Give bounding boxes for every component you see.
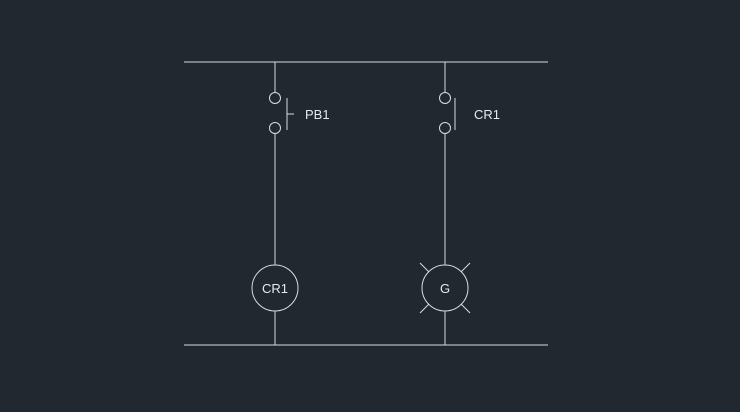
cr1-contact-label: CR1 bbox=[474, 107, 500, 122]
relay-coil-cr1: CR1 bbox=[251, 264, 299, 312]
lamp-label: G bbox=[440, 281, 450, 296]
lamp-ray-top-right bbox=[460, 262, 471, 273]
lamp-ray-top-left bbox=[419, 262, 430, 273]
rung-2: CR1 G bbox=[419, 62, 500, 345]
contact-cr1 bbox=[439, 92, 456, 134]
pb1-terminal-top bbox=[269, 92, 281, 104]
pushbutton-pb1 bbox=[269, 92, 294, 134]
pilot-lamp-g: G bbox=[419, 262, 471, 314]
cr1-coil-label: CR1 bbox=[262, 281, 288, 296]
rung-1: PB1 CR1 bbox=[251, 62, 330, 345]
lamp-ray-bottom-right bbox=[460, 303, 471, 314]
cr1-contact-terminal-top bbox=[439, 92, 451, 104]
pb1-label: PB1 bbox=[305, 107, 330, 122]
lamp-ray-bottom-left bbox=[419, 303, 430, 314]
pb1-terminal-bottom bbox=[269, 122, 281, 134]
cr1-contact-terminal-bottom bbox=[439, 122, 451, 134]
